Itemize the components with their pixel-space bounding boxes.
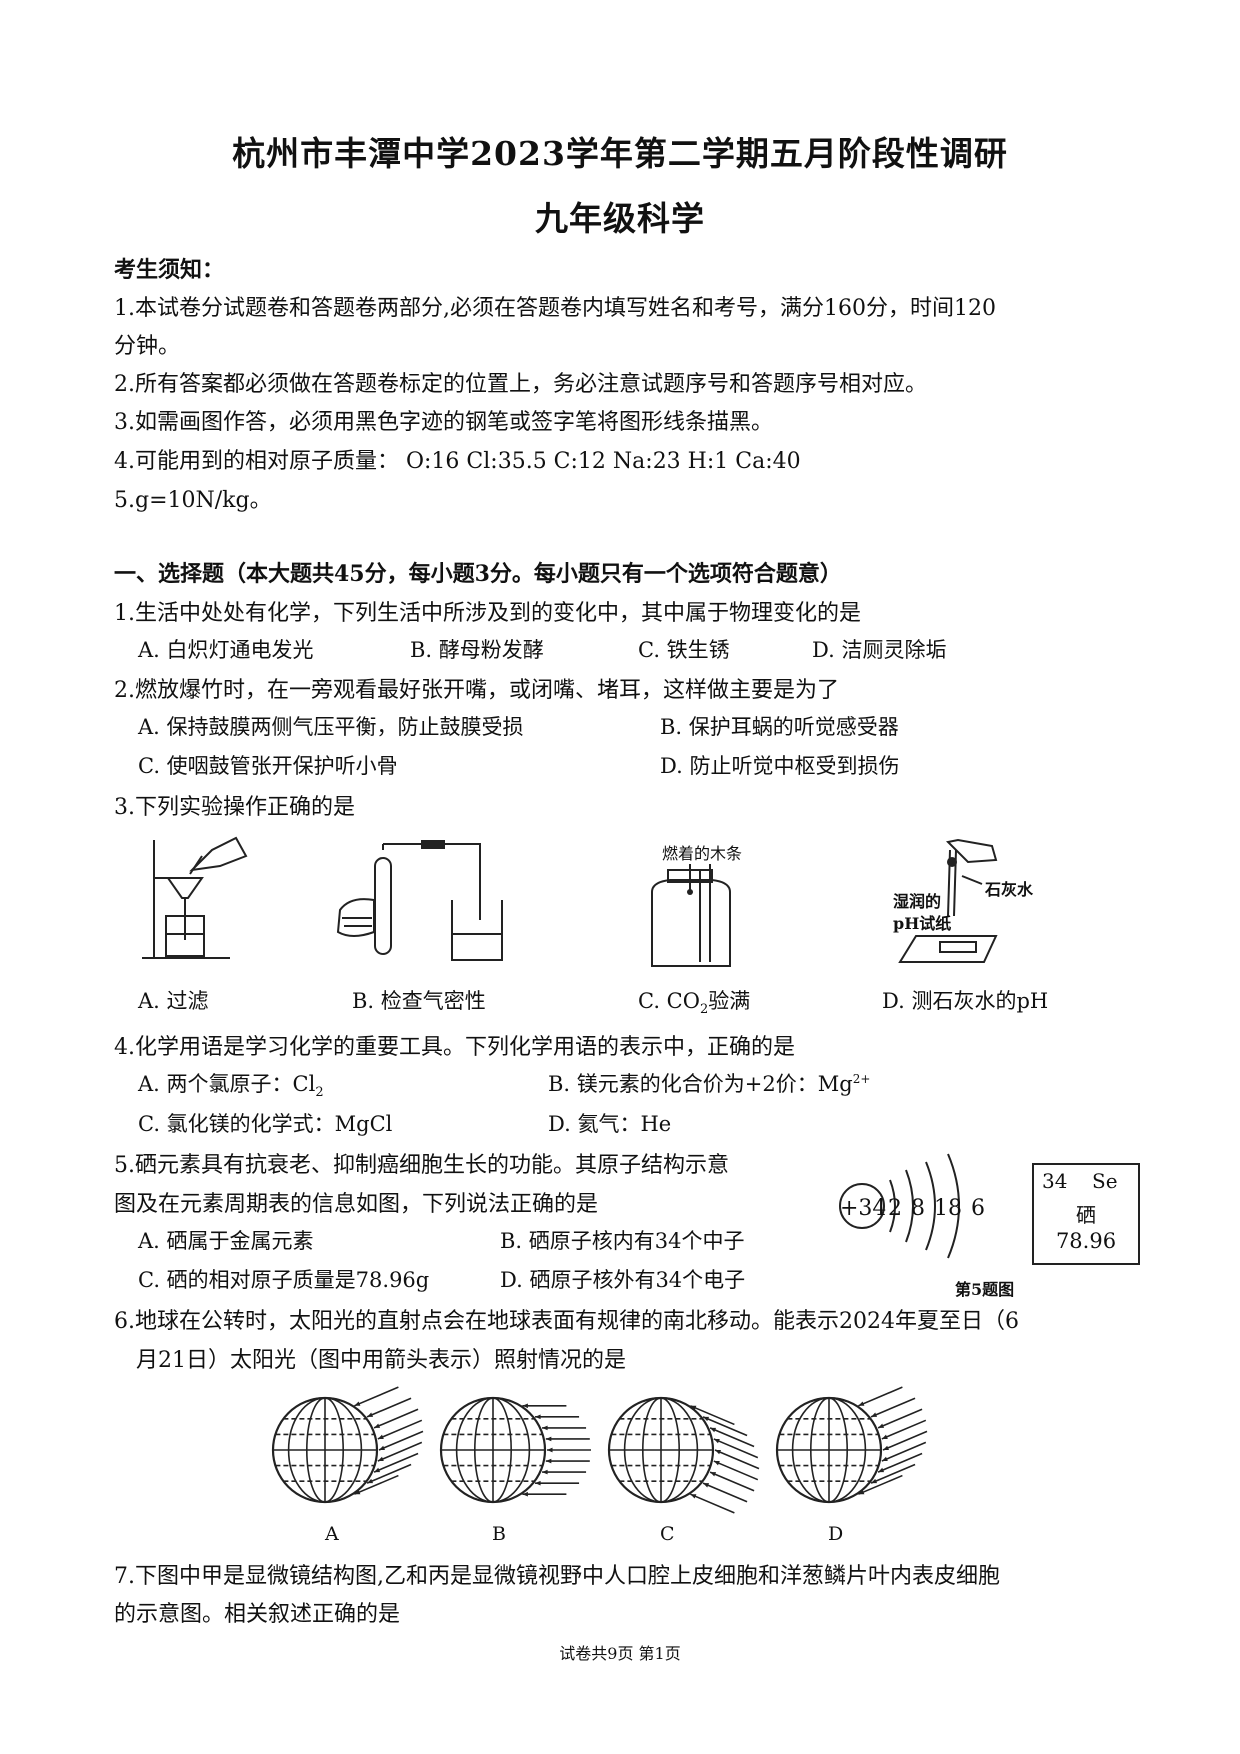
q5-stem-2: 图及在元素周期表的信息如图，下列说法正确的是 <box>114 1192 599 1217</box>
q3-stem: 3.下列实验操作正确的是 <box>114 795 355 820</box>
q4-option-c: C. 氯化镁的化学式：MgCl <box>138 1112 393 1136</box>
q6-label-a: A <box>325 1523 339 1545</box>
sunlight-globes-figure <box>270 1385 930 1520</box>
q1-option-b: B. 酵母粉发酵 <box>410 638 544 662</box>
ph-label-wet: 湿润的 <box>893 892 942 911</box>
page-footer: 试卷共9页 第1页 <box>559 1644 681 1663</box>
notice-item-4: 4.可能用到的相对原子质量： O:16 Cl:35.5 C:12 Na:23 H… <box>114 449 801 474</box>
ph-label-paper: pH试纸 <box>893 914 952 933</box>
q5-option-d: D. 硒原子核外有34个电子 <box>500 1268 746 1292</box>
ph-label-limewater: 石灰水 <box>985 880 1034 899</box>
co2-collection-figure <box>651 864 731 967</box>
globe-b <box>439 1396 591 1504</box>
q4-stem: 4.化学用语是学习化学的重要工具。下列化学用语的表示中，正确的是 <box>114 1035 795 1060</box>
exam-title: 杭州市丰潭中学2023学年第二学期五月阶段性调研 <box>232 134 1008 173</box>
electron-shells: 2 8 18 6 <box>888 1196 985 1221</box>
q2-option-b: B. 保护耳蜗的听觉感受器 <box>660 715 899 739</box>
q3-option-c: C. CO2验满 <box>638 989 751 1018</box>
q5-stem-1: 5.硒元素具有抗衰老、抑制癌细胞生长的功能。其原子结构示意 <box>114 1153 729 1178</box>
element-symbol: Se <box>1092 1169 1118 1193</box>
nucleus-charge: +34 <box>840 1196 887 1221</box>
airtightness-figure <box>336 840 503 961</box>
q2-option-a: A. 保持鼓膜两侧气压平衡，防止鼓膜受损 <box>138 715 524 739</box>
q3-option-d: D. 测石灰水的pH <box>882 989 1049 1013</box>
q3-option-b: B. 检查气密性 <box>352 989 486 1013</box>
q4-option-d: D. 氦气：He <box>548 1112 672 1136</box>
q5-option-c: C. 硒的相对原子质量是78.96g <box>138 1268 430 1292</box>
q7-stem-2: 的示意图。相关叙述正确的是 <box>114 1602 401 1627</box>
q2-option-c: C. 使咽鼓管张开保护听小骨 <box>138 754 398 778</box>
exam-subtitle: 九年级科学 <box>535 199 705 238</box>
globe-a <box>271 1386 424 1504</box>
selenium-atom-diagram <box>839 1153 960 1259</box>
periodic-tile: 34 Se 硒 78.96 <box>1032 1163 1140 1265</box>
q6-stem-2: 月21日）太阳光（图中用箭头表示）照射情况的是 <box>136 1348 626 1373</box>
notice-heading: 考生须知： <box>114 257 225 283</box>
atomic-mass: 78.96 <box>1055 1229 1117 1253</box>
ph-test-figure <box>898 838 998 963</box>
filtration-figure <box>142 836 248 959</box>
q6-label-d: D <box>828 1523 844 1545</box>
element-name: 硒 <box>1076 1203 1096 1227</box>
globe-d <box>775 1386 928 1504</box>
q2-stem: 2.燃放爆竹时，在一旁观看最好张开嘴，或闭嘴、堵耳，这样做主要是为了 <box>114 678 839 703</box>
q5-option-b: B. 硒原子核内有34个中子 <box>500 1229 745 1253</box>
q5-option-a: A. 硒属于金属元素 <box>138 1229 314 1253</box>
q1-stem: 1.生活中处处有化学，下列生活中所涉及到的变化中，其中属于物理变化的是 <box>114 601 861 626</box>
q5-figure-caption: 第5题图 <box>955 1280 1015 1299</box>
notice-item-2: 2.所有答案都必须做在答题卷标定的位置上，务必注意试题序号和答题序号相对应。 <box>114 372 927 397</box>
q4-option-a: A. 两个氯原子：Cl2 <box>138 1072 324 1101</box>
notice-item-3: 3.如需画图作答，必须用黑色字迹的钢笔或签字笔将图形线条描黑。 <box>114 410 773 435</box>
notice-item-5: 5.g=10N/kg。 <box>114 488 272 513</box>
q4-option-b: B. 镁元素的化合价为+2价：Mg2+ <box>548 1072 871 1096</box>
q1-option-c: C. 铁生锈 <box>638 638 730 662</box>
notice-item-1-cont: 分钟。 <box>114 334 181 359</box>
q6-label-c: C <box>660 1523 675 1545</box>
atomic-number: 34 <box>1042 1169 1068 1193</box>
globe-c <box>607 1396 760 1514</box>
q3-option-a: A. 过滤 <box>138 989 209 1013</box>
q2-option-d: D. 防止听觉中枢受到损伤 <box>660 754 900 778</box>
q1-option-a: A. 白炽灯通电发光 <box>138 638 314 662</box>
section-heading: 一、选择题（本大题共45分，每小题3分。每小题只有一个选项符合题意） <box>114 561 842 587</box>
q1-option-d: D. 洁厕灵除垢 <box>812 638 947 662</box>
q6-label-b: B <box>492 1523 506 1545</box>
notice-item-1: 1.本试卷分试题卷和答题卷两部分,必须在答题卷内填写姓名和考号，满分160分，时… <box>114 296 996 321</box>
q7-stem-1: 7.下图中甲是显微镜结构图,乙和丙是显微镜视野中人口腔上皮细胞和洋葱鳞片叶内表皮… <box>114 1564 1000 1589</box>
q6-stem-1: 6.地球在公转时，太阳光的直射点会在地球表面有规律的南北移动。能表示2024年夏… <box>114 1309 1019 1334</box>
burning-stick-label: 燃着的木条 <box>662 844 743 863</box>
